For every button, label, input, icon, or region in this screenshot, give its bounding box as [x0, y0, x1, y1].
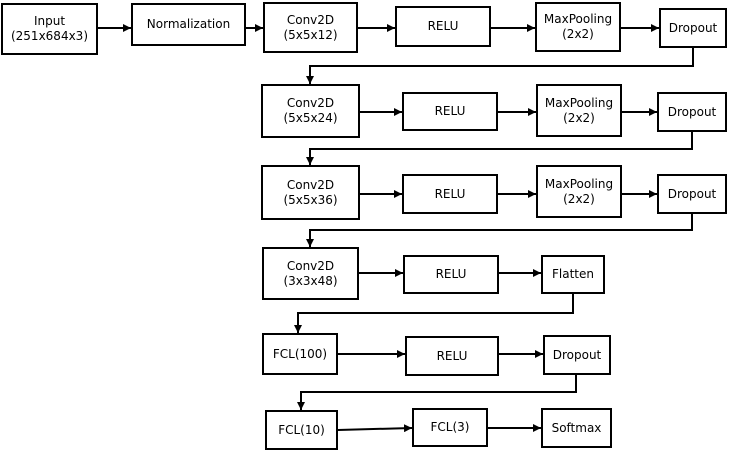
maxpooling-size-3: (2x2): [563, 191, 595, 206]
relu-box-2: RELU: [402, 92, 498, 131]
input-label: Input: [33, 14, 66, 28]
normalization-box: Normalization: [131, 3, 246, 46]
maxpooling-size-2: (2x2): [563, 110, 595, 125]
maxpooling-box-3: MaxPooling (2x2): [536, 165, 622, 218]
relu-label-1: RELU: [427, 19, 459, 33]
relu-label-3: RELU: [434, 186, 466, 201]
conv2d-label-4: Conv2D: [286, 258, 335, 273]
maxpooling-box-1: MaxPooling (2x2): [535, 2, 621, 52]
arrow-drop3-conv4: [306, 214, 693, 247]
conv2d-box-2: Conv2D (5x5x24): [261, 84, 360, 138]
relu-label-2: RELU: [434, 104, 466, 118]
dropout-box-1: Dropout: [659, 8, 727, 48]
fcl100-box: FCL(100): [262, 333, 338, 375]
maxpooling-label-3: MaxPooling: [544, 176, 614, 191]
fcl3-box: FCL(3): [412, 408, 488, 447]
relu-box-3: RELU: [402, 174, 498, 214]
arrow-drop1-conv2: [306, 48, 694, 84]
dropout-label-4: Dropout: [552, 347, 602, 362]
flatten-box: Flatten: [541, 255, 605, 294]
fcl100-label: FCL(100): [272, 346, 328, 361]
fcl10-label: FCL(10): [278, 422, 325, 437]
input-shape: (251x684x3): [10, 29, 88, 43]
conv2d-box-1: Conv2D (5x5x12): [263, 2, 358, 53]
conv2d-shape-1: (5x5x12): [283, 27, 338, 42]
conv2d-shape-3: (5x5x36): [283, 192, 338, 207]
conv2d-shape-4: (3x3x48): [283, 273, 338, 288]
maxpooling-label-1: MaxPooling: [543, 12, 613, 26]
arrow-fcl10-fcl3: [337, 424, 413, 433]
fcl3-label: FCL(3): [430, 420, 470, 434]
conv2d-label-3: Conv2D: [286, 177, 335, 192]
maxpooling-label-2: MaxPooling: [544, 95, 614, 110]
dropout-box-3: Dropout: [657, 174, 727, 214]
relu-label-5: RELU: [436, 348, 468, 363]
conv2d-label-1: Conv2D: [286, 12, 335, 27]
dropout-box-2: Dropout: [657, 92, 727, 132]
conv2d-label-2: Conv2D: [286, 96, 335, 110]
conv2d-shape-2: (5x5x24): [283, 111, 338, 125]
relu-box-5: RELU: [405, 336, 499, 376]
arrow-flatten-fcl100: [294, 294, 574, 333]
dropout-label-1: Dropout: [668, 20, 718, 35]
flatten-label: Flatten: [552, 267, 594, 281]
dropout-box-4: Dropout: [543, 335, 611, 375]
relu-label-4: RELU: [435, 267, 467, 281]
dropout-label-2: Dropout: [667, 104, 717, 119]
maxpooling-size-1: (2x2): [562, 27, 594, 41]
dropout-label-3: Dropout: [667, 186, 717, 201]
softmax-box: Softmax: [541, 408, 612, 448]
fcl10-box: FCL(10): [265, 410, 338, 450]
conv2d-box-4: Conv2D (3x3x48): [262, 247, 359, 300]
relu-box-1: RELU: [395, 6, 491, 47]
maxpooling-box-2: MaxPooling (2x2): [536, 84, 622, 137]
input-box: Input (251x684x3): [1, 3, 98, 55]
softmax-label: Softmax: [551, 420, 602, 435]
arrow-drop2-conv3: [306, 132, 693, 165]
normalization-label: Normalization: [146, 17, 231, 31]
arrow-drop4-fcl10: [297, 375, 577, 410]
relu-box-4: RELU: [403, 255, 499, 294]
conv2d-box-3: Conv2D (5x5x36): [261, 165, 360, 220]
